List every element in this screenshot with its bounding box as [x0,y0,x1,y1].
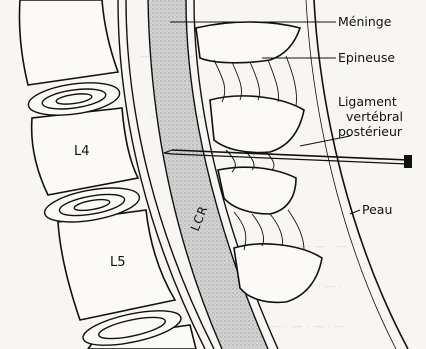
label-l4: L4 [74,144,90,159]
label-l5: L5 [110,255,126,270]
vertebra-top [19,0,118,85]
spinous-process-l5 [234,244,322,302]
label-ligament-line1: Ligament [338,94,397,109]
spinous-process-top [196,22,300,63]
label-meninge: Méninge [338,14,392,29]
label-ligament-line3: postérieur [338,124,403,139]
spinous-process-mid [210,96,304,153]
label-epineuse: Epineuse [338,50,395,65]
svg-text:— · — · — · —: — · — · — · — [270,320,345,333]
spinous-process-low [218,167,296,214]
label-peau: Peau [362,202,392,217]
label-ligament-line2: vertébral [346,109,403,124]
